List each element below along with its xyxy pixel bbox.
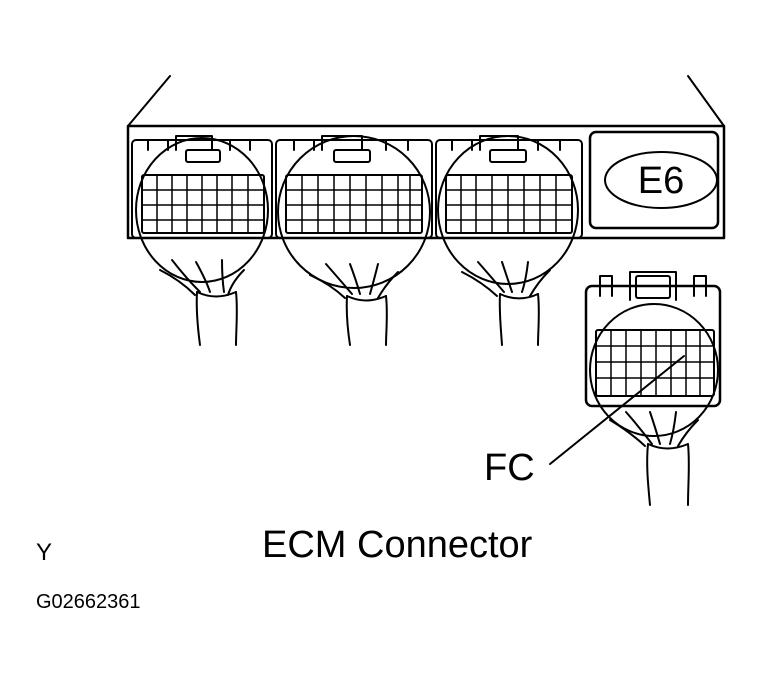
figure-id: G02662361 bbox=[36, 591, 141, 613]
e6-connector-label: E6 bbox=[637, 160, 685, 202]
e6-label-box bbox=[588, 130, 720, 230]
diagram-caption: ECM Connector bbox=[262, 524, 533, 566]
ecm-connector-3 bbox=[435, 135, 583, 346]
ecm-connector-2 bbox=[275, 135, 433, 346]
ecm-connector-1 bbox=[131, 135, 273, 346]
corner-mark: Y bbox=[36, 539, 53, 566]
fc-leader-line bbox=[549, 355, 685, 465]
fc-connector bbox=[584, 271, 722, 506]
fc-connector-label: FC bbox=[484, 447, 535, 489]
